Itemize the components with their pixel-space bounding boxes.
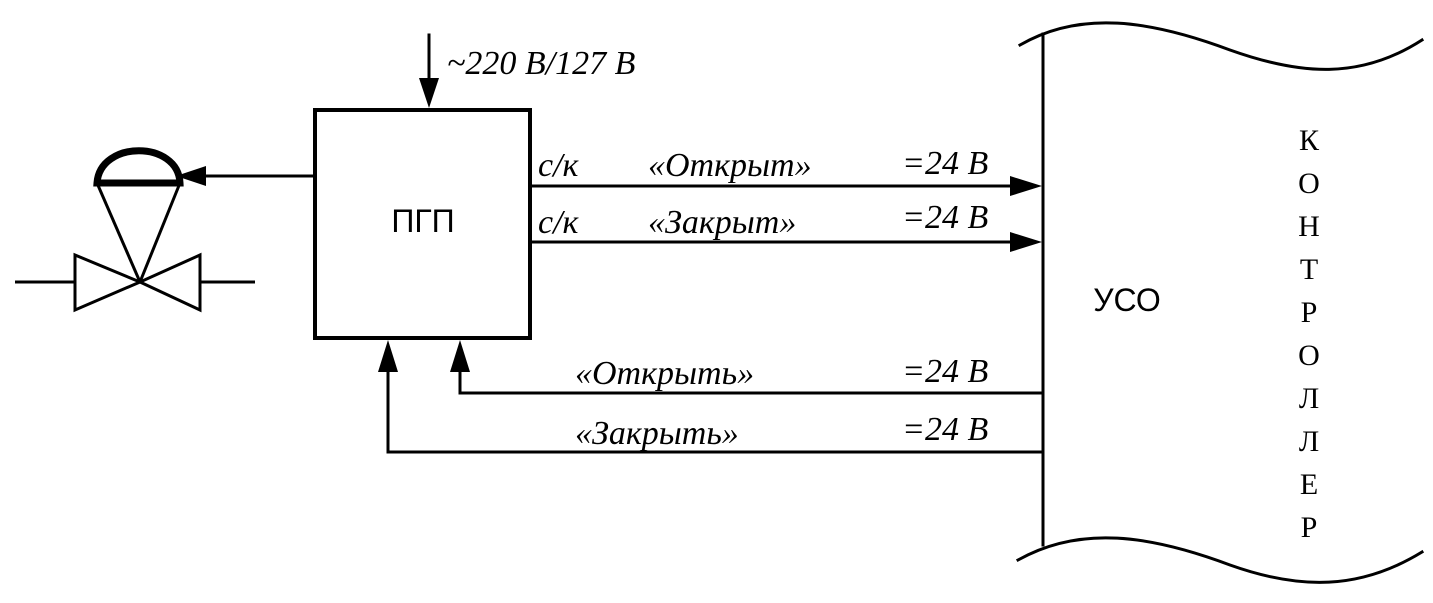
controller-letter: К (1299, 124, 1320, 157)
controller-letter: Р (1301, 511, 1318, 544)
controller-letter: Л (1299, 382, 1319, 415)
signal-in-open-line (450, 340, 1045, 395)
signal-in-close-line (378, 340, 1045, 454)
signal-in-close-name: «Закрыть» (575, 415, 739, 452)
pgp-label: ПГП (391, 203, 454, 239)
signal-out-closed-line (530, 232, 1042, 252)
signal-out-open-prefix: с/к (538, 147, 580, 184)
controller-letter: Р (1301, 296, 1318, 329)
controller-letter: Е (1300, 468, 1318, 501)
pgp-block: ПГП (313, 108, 532, 340)
controller-letter: О (1298, 167, 1320, 200)
signal-in-open-name: «Открыть» (575, 355, 754, 392)
signal-out-open-line (530, 176, 1042, 196)
pgp-to-valve-arrow (176, 166, 316, 186)
signal-out-open-voltage: =24 В (902, 145, 988, 182)
signal-out-closed-prefix: с/к (538, 204, 580, 241)
signal-out-closed-voltage: =24 В (902, 199, 988, 236)
valve-icon (15, 147, 255, 313)
power-supply-label: ~220 В/127 В (447, 45, 636, 82)
power-supply-arrow (419, 33, 439, 108)
controller-letter: Н (1298, 210, 1320, 243)
uso-label: УСО (1093, 282, 1161, 318)
signal-out-open-name: «Открыт» (648, 147, 812, 184)
signal-in-close-voltage: =24 В (902, 411, 988, 448)
controller-block (1015, 21, 1425, 584)
controller-letter: Л (1299, 425, 1319, 458)
controller-letter: О (1298, 339, 1320, 372)
controller-label: К О Н Т Р О Л Л Е Р (1298, 124, 1320, 544)
signal-in-open-voltage: =24 В (902, 353, 988, 390)
controller-letter: Т (1300, 253, 1318, 286)
signal-out-closed-name: «Закрыт» (648, 204, 796, 241)
